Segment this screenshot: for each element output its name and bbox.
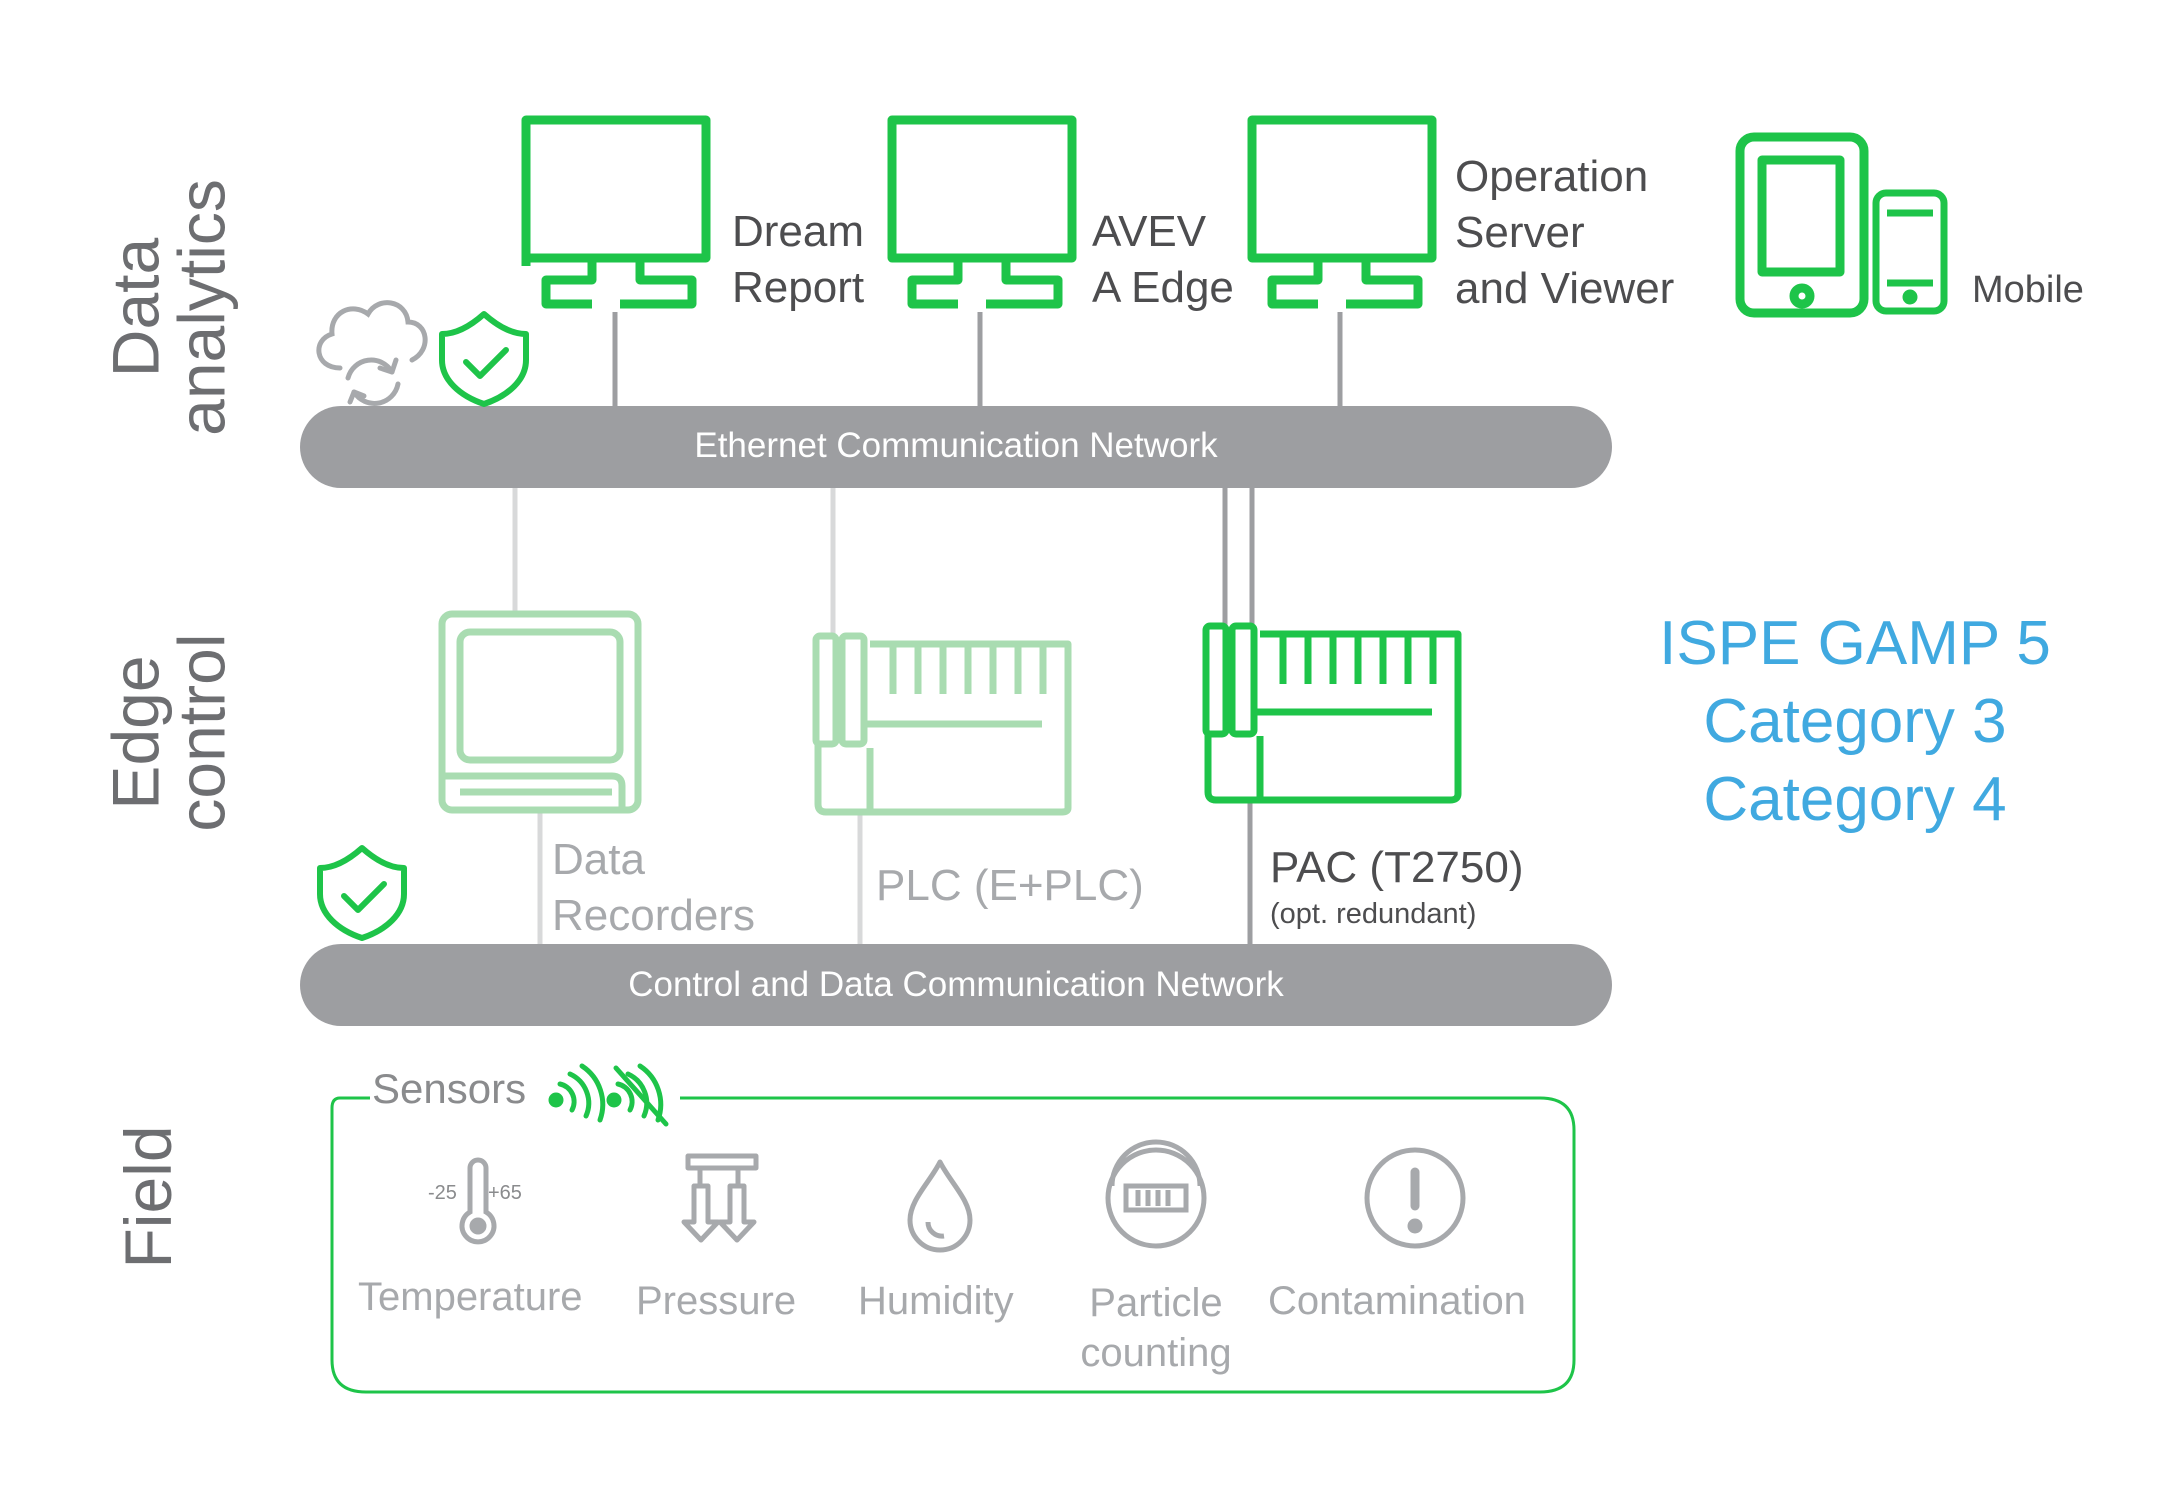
particle-counter-icon bbox=[1105, 1139, 1207, 1249]
ethernet-network-bar bbox=[300, 406, 1612, 488]
control-network-bar bbox=[300, 944, 1612, 1026]
control-network-label: Control and Data Communication Network bbox=[628, 965, 1284, 1004]
security-shield-icon-edge bbox=[317, 845, 407, 941]
gamp-line2: Category 3 bbox=[1703, 687, 2007, 756]
tier-edge-line1: Edge bbox=[98, 655, 173, 810]
gamp-compliance-text: ISPE GAMP 5 Category 3 Category 4 bbox=[1575, 605, 2135, 839]
tablet-icon bbox=[1735, 132, 1869, 318]
data-recorders-label: Data Recorders bbox=[552, 832, 755, 944]
plc-icon bbox=[812, 632, 1072, 816]
edge-uplink-lines bbox=[512, 488, 1255, 635]
app-operation-line1: Operation bbox=[1455, 152, 1649, 201]
app-operation-line2: Server bbox=[1455, 208, 1585, 257]
thermometer-low-label: -25 bbox=[428, 1182, 457, 1204]
plc-label: PLC (E+PLC) bbox=[876, 861, 1144, 910]
app-label-avev-edge: AVEV A Edge bbox=[1092, 204, 1234, 316]
thermometer-high-label: +65 bbox=[488, 1182, 522, 1204]
tier-analytics-line2: analytics bbox=[164, 179, 239, 436]
wireless-disabled-icon bbox=[606, 1063, 669, 1127]
app-dream-report-line1: Dream bbox=[732, 207, 865, 256]
data-recorders-line2: Recorders bbox=[552, 891, 755, 940]
dream-report-monitor-icon bbox=[521, 115, 711, 309]
sensor-label-pressure: Pressure bbox=[636, 1279, 797, 1323]
gamp-line1: ISPE GAMP 5 bbox=[1659, 609, 2051, 678]
pac-controller-icon bbox=[1202, 622, 1462, 804]
data-recorders-line1: Data bbox=[552, 835, 645, 884]
tier-analytics-line1: Data bbox=[98, 237, 173, 378]
wireless-signal-icon bbox=[548, 1063, 606, 1123]
ethernet-network-label: Ethernet Communication Network bbox=[694, 426, 1218, 465]
tier-edge-line2: control bbox=[164, 633, 239, 832]
app-label-operation-server: Operation Server and Viewer bbox=[1455, 149, 1674, 317]
sensors-frame bbox=[330, 1096, 1576, 1394]
tier-field-line1: Field bbox=[111, 1125, 185, 1269]
edge-downlink-lines bbox=[537, 800, 1253, 947]
app-avev-edge-line2: A Edge bbox=[1092, 263, 1234, 312]
phone-icon bbox=[1872, 189, 1948, 315]
sensor-label-temperature: Temperature bbox=[358, 1275, 583, 1319]
mobile-label: Mobile bbox=[1972, 269, 2084, 311]
tier-label-analytics: Data analytics bbox=[98, 173, 239, 443]
sensors-group-label: Sensors bbox=[372, 1065, 527, 1112]
tier-label-field: Field bbox=[111, 1117, 185, 1277]
data-recorder-icon bbox=[438, 610, 642, 814]
humidity-drop-icon bbox=[907, 1159, 973, 1253]
sensor-label-humidity: Humidity bbox=[858, 1279, 1014, 1323]
ethernet-drop-lines bbox=[612, 312, 1343, 408]
security-shield-icon-analytics bbox=[439, 311, 529, 407]
sensor-label-particle: Particle counting bbox=[1056, 1278, 1256, 1378]
avev-edge-monitor-icon bbox=[887, 115, 1077, 309]
contamination-alert-icon bbox=[1364, 1147, 1466, 1249]
pac-note: (opt. redundant) bbox=[1270, 898, 1477, 930]
sensor-particle-line1: Particle bbox=[1089, 1281, 1223, 1325]
app-avev-edge-line1: AVEV bbox=[1092, 207, 1207, 256]
app-operation-line3: and Viewer bbox=[1455, 264, 1675, 313]
app-dream-report-line2: Report bbox=[732, 263, 865, 312]
sensor-label-contamination: Contamination bbox=[1268, 1279, 1526, 1323]
pressure-icon bbox=[681, 1153, 759, 1243]
operation-server-monitor-icon bbox=[1247, 115, 1437, 309]
gamp-line3: Category 4 bbox=[1703, 765, 2007, 834]
pac-label: PAC (T2750) bbox=[1270, 843, 1524, 892]
app-label-dream-report: Dream Report bbox=[732, 204, 864, 316]
cloud-sync-icon bbox=[316, 300, 428, 406]
thermometer-icon bbox=[459, 1157, 497, 1245]
sensor-particle-line2: counting bbox=[1080, 1331, 1232, 1375]
tier-label-edge: Edge control bbox=[98, 598, 239, 868]
